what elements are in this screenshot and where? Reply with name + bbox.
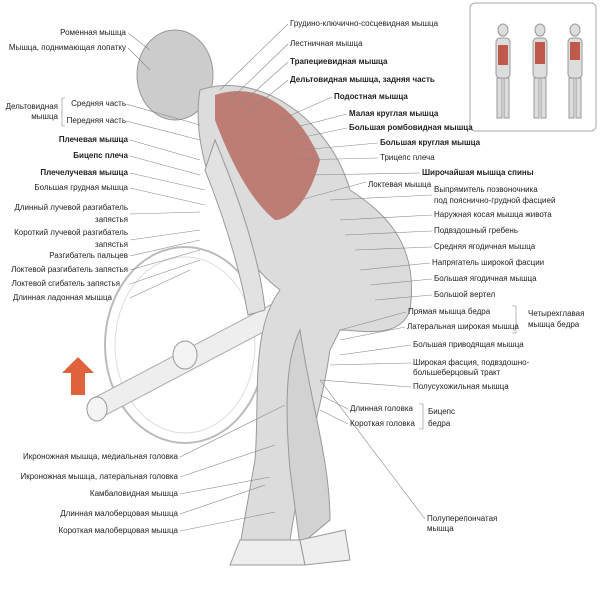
- up-arrow-icon: [62, 357, 94, 395]
- label-ecu: Локтевой разгибатель запястья: [11, 265, 128, 274]
- label-ecrb-2: запястья: [95, 240, 128, 249]
- label-quadriceps: Четырехглавая: [528, 309, 585, 318]
- label-soleus: Камбаловидная мышца: [89, 489, 178, 498]
- body-figure: [136, 29, 412, 566]
- label-biceps: Бицепс плеча: [73, 151, 128, 160]
- label-peroneus-brevis: Короткая малоберцовая мышца: [58, 526, 178, 535]
- label-trochanter: Большой вертел: [434, 290, 496, 299]
- label-teres-major: Большая круглая мышца: [380, 138, 481, 147]
- inset-figures: [469, 2, 597, 132]
- label-glute-max: Большая ягодичная мышца: [434, 274, 537, 283]
- label-vastus-lateralis: Латеральная широкая мышца: [407, 322, 519, 331]
- label-erector-2: под пояснично-грудной фасцией: [434, 196, 556, 205]
- label-teres-minor: Малая круглая мышца: [349, 109, 439, 118]
- label-deltoid: Дельтовидная мышца: [5, 102, 58, 121]
- label-deltoid-middle: Средняя часть: [71, 99, 126, 108]
- label-it-band: Широкая фасция, подвздошно-: [413, 358, 530, 367]
- label-semimembranosus-2: мышца: [427, 524, 454, 533]
- label-adductor-magnus: Большая приводящая мышца: [413, 340, 524, 349]
- label-rhomboid-major: Большая ромбовидная мышца: [349, 123, 473, 132]
- label-levator-scapulae: Мышца, поднимающая лопатку: [8, 43, 126, 52]
- label-ecrl-2: запястья: [95, 215, 128, 224]
- label-triceps: Трицепс плеча: [380, 153, 435, 162]
- label-iliac-crest: Подвздошный гребень: [434, 226, 518, 235]
- label-peroneus-longus: Длинная малоберцовая мышца: [60, 509, 178, 518]
- label-brachialis: Плечевая мышца: [58, 135, 128, 144]
- label-rectus-femoris: Прямая мышца бедра: [408, 307, 491, 316]
- label-gastroc-lateral: Икроножная мышца, латеральная головка: [20, 472, 178, 481]
- label-pectoralis-major: Большая грудная мышца: [34, 183, 128, 192]
- label-latissimus: Широчайшая мышца спины: [422, 168, 534, 177]
- label-biceps-femoris-2: бедра: [428, 419, 451, 428]
- label-it-band-2: большеберцовый тракт: [413, 368, 501, 377]
- label-ext-digitorum: Разгибатель пальцев: [49, 251, 128, 260]
- label-brachioradialis: Плечелучевая мышца: [40, 168, 128, 177]
- leader-lines: [61, 23, 517, 532]
- label-ext-oblique: Наружная косая мышца живота: [434, 210, 552, 219]
- label-short-head: Короткая головка: [350, 419, 415, 428]
- label-ecrl: Длинный лучевой разгибатель: [14, 203, 128, 212]
- label-trapezius: Трапециевидная мышца: [290, 57, 388, 66]
- label-infraspinatus: Подостная мышца: [334, 92, 408, 101]
- label-glute-med: Средняя ягодичная мышца: [434, 242, 536, 251]
- label-deltoid-posterior: Дельтовидная мышца, задняя часть: [290, 75, 435, 84]
- label-long-head: Длинная головка: [350, 404, 413, 413]
- label-fcu: Локтевой сгибатель запястья: [11, 279, 120, 288]
- label-biceps-femoris: Бицепс: [428, 407, 455, 416]
- label-tfl: Напрягатель широкой фасции: [432, 258, 545, 267]
- label-gastroc-medial: Икроножная мышца, медиальная головка: [22, 452, 178, 461]
- label-semimembranosus: Полуперепончатая: [427, 514, 498, 523]
- label-scm: Грудино-ключично-сосцевидная мышца: [290, 19, 439, 28]
- label-quadriceps-2: мышца бедра: [528, 320, 580, 329]
- label-semitendinosus: Полусухожильная мышца: [413, 382, 509, 391]
- label-deltoid-anterior: Передняя часть: [66, 116, 126, 125]
- back-muscles-highlight: [215, 91, 320, 220]
- label-erector: Выпрямитель позвоночника: [434, 185, 538, 194]
- label-rhomboid-minor: Роменная мышца: [60, 28, 126, 37]
- label-palmaris-longus: Длинная ладонная мышца: [12, 293, 112, 302]
- barbell-plate: [86, 246, 291, 444]
- label-ecrb: Короткий лучевой разгибатель: [14, 228, 128, 237]
- label-scalene: Лестничная мышца: [290, 39, 363, 48]
- label-anconeus: Локтевая мышца: [368, 180, 432, 189]
